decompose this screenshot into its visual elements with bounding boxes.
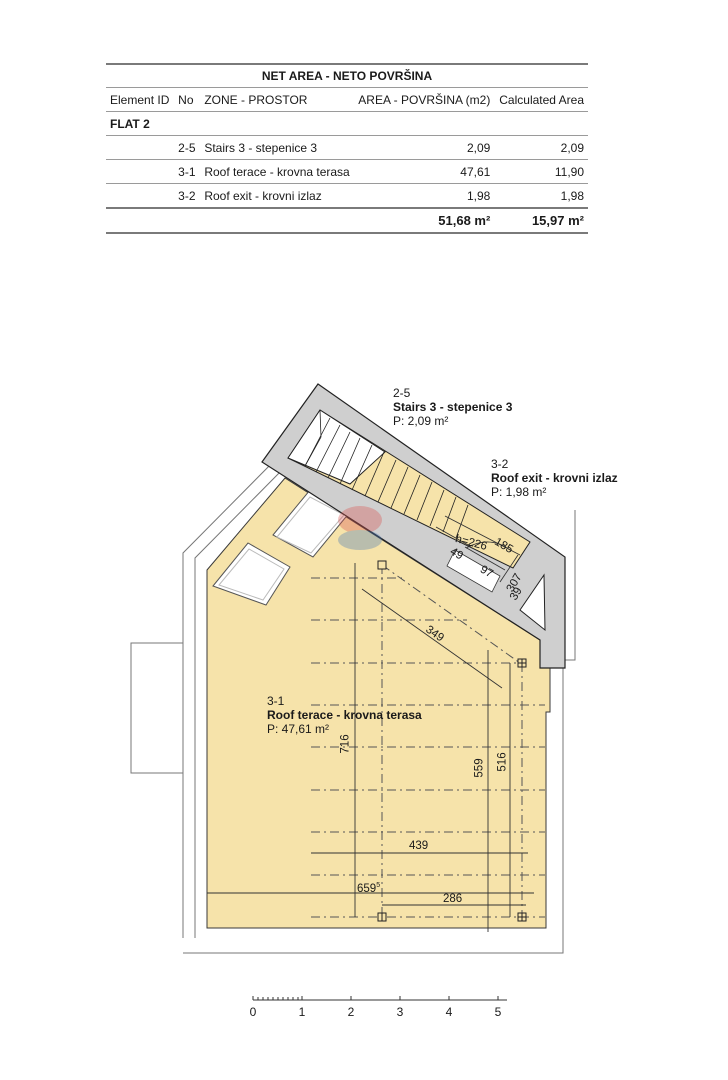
row-no: 3-2 [178,188,196,203]
label-stairs-name: Stairs 3 - stepenice 3 [393,400,513,414]
scale-tick-4: 4 [445,1005,453,1019]
dim-559: 559 [473,758,486,778]
dim-439: 439 [409,840,429,852]
table-title: NET AREA - NETO POVRŠINA [261,69,433,83]
scale-tick-5: 5 [494,1005,502,1019]
row-area: 2,09 [466,140,491,155]
row-no: 3-1 [178,164,196,179]
row-calculated: 2,09 [560,140,584,155]
header-area: AREA - POVRŠINA (m2) [358,92,491,107]
label-roof-exit-no: 3-2 [491,457,509,471]
scale-tick-2: 2 [347,1005,355,1019]
label-stairs-no: 2-5 [393,386,411,400]
row-area: 1,98 [466,188,491,203]
table-header-row: Element ID No ZONE - PROSTOR AREA - POVR… [106,88,588,112]
row-no: 2-5 [178,140,196,155]
totals-row: 51,68 m² 15,97 m² [106,208,588,233]
table-row: 2-5 Stairs 3 - stepenice 3 2,09 2,09 [106,136,588,160]
floor-plan-drawing [130,383,576,954]
dim-516: 516 [496,752,509,772]
header-zone: ZONE - PROSTOR [204,92,308,107]
row-calculated: 11,90 [554,164,584,179]
label-stairs-area: P: 2,09 m² [393,414,449,428]
group-label: FLAT 2 [110,116,150,131]
header-no: No [178,92,194,107]
row-zone: Roof terace - krovna terasa [204,164,350,179]
label-stairs: 2-5 Stairs 3 - stepenice 3 P: 2,09 m² [393,386,512,428]
dim-659: 6595 [357,882,381,895]
label-roof-exit: 3-2 Roof exit - krovni izlaz P: 1,98 m² [491,457,618,499]
label-roof-terrace-no: 3-1 [267,694,285,708]
row-area: 47,61 [460,164,491,179]
group-row-flat: FLAT 2 [106,112,588,136]
roof-exit-opening [519,573,546,632]
header-calculated-area: Calculated Area [499,92,584,107]
table-title-row: NET AREA - NETO POVRŠINA [106,64,588,88]
scale-bar-line [252,996,507,1001]
dim-716: 716 [339,734,352,754]
row-zone: Roof exit - krovni izlaz [204,188,322,203]
header-element-id: Element ID [110,92,170,107]
scale-tick-0: 0 [249,1005,257,1019]
stair-treads [304,409,469,539]
dim-286: 286 [443,893,463,905]
terrace-area [206,477,551,929]
watermark-logo [338,506,382,550]
scale-tick-3: 3 [396,1005,404,1019]
row-zone: Stairs 3 - stepenice 3 [204,140,318,155]
dimension-lines [207,515,534,932]
scale-tick-1: 1 [298,1005,306,1019]
label-roof-exit-name: Roof exit - krovni izlaz [491,471,618,485]
total-area: 51,68 m² [438,213,491,228]
label-roof-terrace-name: Roof terace - krovna terasa [267,708,422,722]
table-row: 3-2 Roof exit - krovni izlaz 1,98 1,98 [106,184,588,208]
label-roof-terrace: 3-1 Roof terace - krovna terasa P: 47,61… [267,694,422,736]
label-roof-terrace-area: P: 47,61 m² [267,722,330,736]
label-roof-exit-area: P: 1,98 m² [491,485,547,499]
grid-lines [311,564,545,918]
scale-bar: 0 1 2 3 4 5 [245,995,515,1035]
skylights [212,489,351,606]
total-calculated: 15,97 m² [531,213,584,228]
net-area-table: NET AREA - NETO POVRŠINA Element ID No Z… [106,63,588,234]
table-row: 3-1 Roof terace - krovna terasa 47,61 11… [106,160,588,184]
column-markers [377,560,527,922]
row-calculated: 1,98 [560,188,584,203]
